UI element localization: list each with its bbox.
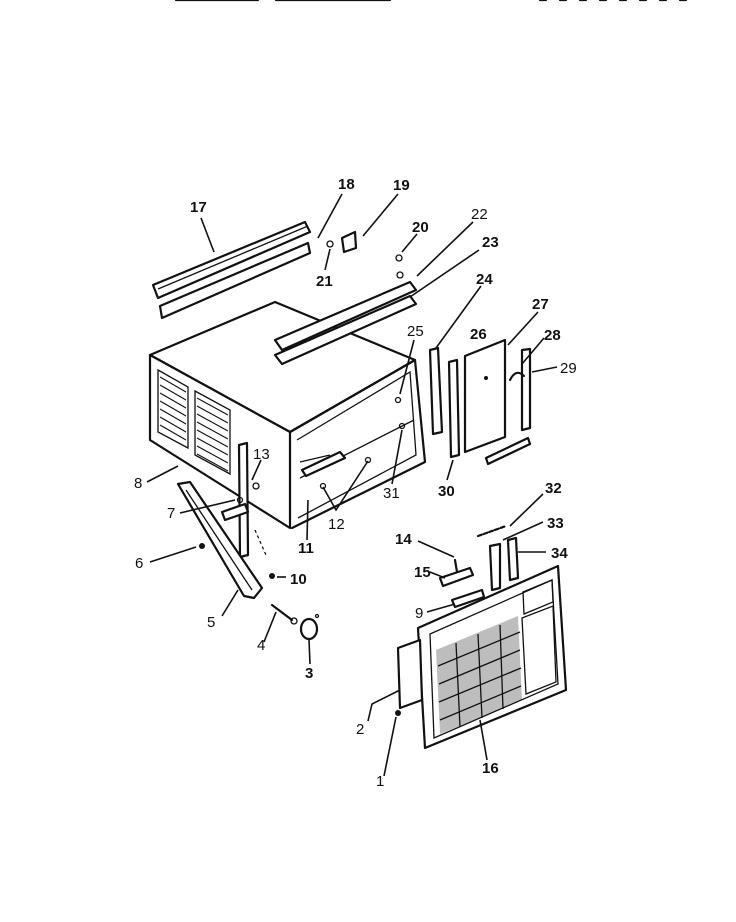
callout-13: 13: [253, 446, 270, 463]
callout-29: 29: [560, 360, 577, 377]
curtain-parts: [428, 338, 532, 466]
callout-3: 3: [305, 665, 313, 682]
leader-lines: [146, 193, 558, 777]
bolt-and-knob-parts: [270, 603, 320, 641]
callout-4: 4: [257, 637, 265, 654]
callout-9: 9: [415, 605, 423, 622]
louver-vent-left: [157, 368, 189, 450]
callout-8: 8: [134, 475, 142, 492]
callout-27: 27: [532, 296, 549, 313]
front-grille-part: [416, 564, 568, 750]
screw-parts: [395, 254, 404, 279]
callout-5: 5: [207, 614, 215, 631]
grille-mesh: [436, 616, 522, 734]
callout-32: 32: [545, 480, 562, 497]
callout-1: 1: [376, 773, 384, 790]
callout-labels: 1 2 3 4 5 6 7 8 9 10 11 12 13 14 15 16 1…: [134, 176, 577, 790]
callout-30: 30: [438, 483, 455, 500]
louver-vent-right: [194, 389, 231, 476]
screw-1-part: [395, 710, 401, 716]
callout-7: 7: [167, 505, 175, 522]
filter-panel-part: [396, 638, 424, 710]
callout-16: 16: [482, 760, 499, 777]
callout-2: 2: [356, 721, 364, 738]
callout-21: 21: [316, 273, 333, 290]
callout-18: 18: [338, 176, 355, 193]
callout-34: 34: [551, 545, 568, 562]
callout-23: 23: [482, 234, 499, 251]
mount-strip-part: [237, 441, 267, 559]
callout-17: 17: [190, 199, 207, 216]
callout-28: 28: [544, 327, 561, 344]
small-screws: [394, 396, 406, 430]
support-arm-part: [176, 480, 264, 600]
callout-25: 25: [407, 323, 424, 340]
callout-31: 31: [383, 485, 400, 502]
callout-15: 15: [414, 564, 431, 581]
callout-19: 19: [393, 177, 410, 194]
hardware-parts: [199, 496, 275, 579]
callout-22: 22: [471, 206, 488, 223]
callout-14: 14: [395, 531, 412, 548]
callout-24: 24: [476, 271, 493, 288]
callout-20: 20: [412, 219, 429, 236]
top-rail-parts: [151, 220, 312, 320]
bracket-part: [326, 230, 358, 254]
callout-11: 11: [298, 540, 314, 557]
callout-12: 12: [328, 516, 345, 533]
callout-33: 33: [547, 515, 564, 532]
callout-6: 6: [135, 555, 143, 572]
grille-hardware-parts: [438, 524, 520, 609]
side-rail-parts: [273, 280, 418, 366]
callout-10: 10: [290, 571, 307, 588]
callout-26: 26: [470, 326, 487, 343]
